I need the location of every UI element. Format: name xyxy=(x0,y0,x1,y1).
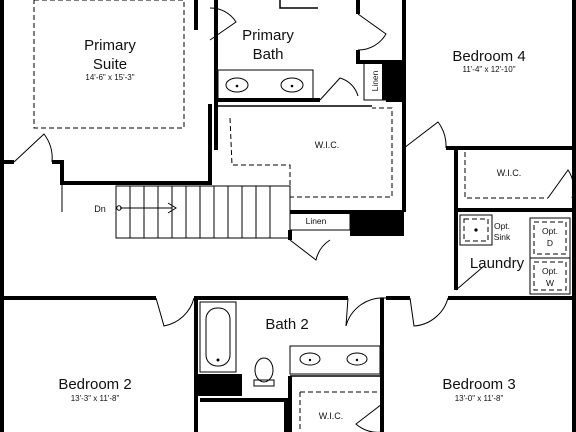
opt-sink-label-2: Sink xyxy=(494,232,511,242)
bedroom2-dims: 13'-3" x 11'-8" xyxy=(71,394,120,403)
opt-washer-label-1: Opt. xyxy=(542,266,558,276)
primary-suite-label-2: Suite xyxy=(93,56,127,73)
stairs-down-label: Dn xyxy=(94,204,106,214)
bedroom3-dims: 13'-0" x 11'-8" xyxy=(455,394,504,403)
primary-bath-label-1: Primary xyxy=(242,27,294,44)
bedroom3-door xyxy=(409,297,449,327)
laundry-label: Laundry xyxy=(470,255,525,272)
washer xyxy=(529,257,571,295)
linen-hall-door xyxy=(289,239,331,261)
linen-hall-label: Linen xyxy=(306,216,327,226)
primary-bath-shower xyxy=(279,0,318,9)
primary-suite-door xyxy=(13,133,53,163)
chase-bath2 xyxy=(198,374,242,396)
stair-arrow-icon xyxy=(167,202,177,214)
stair-treads xyxy=(129,186,271,238)
bed3-wic-door xyxy=(355,403,383,432)
opt-dryer-label-1: Opt. xyxy=(542,226,558,236)
chase-hall xyxy=(350,210,404,236)
laundry-door xyxy=(455,265,485,291)
primary-bath-door xyxy=(209,7,237,41)
primary-bath-door-right xyxy=(357,13,387,51)
chase-upper xyxy=(386,60,402,102)
bed3-wic-label: W.I.C. xyxy=(319,411,344,421)
bedroom2-label: Bedroom 2 xyxy=(58,376,131,393)
primary-suite-label-1: Primary xyxy=(84,37,136,54)
linen-upper-label: Linen xyxy=(370,70,380,91)
toilet xyxy=(254,357,274,383)
primary-wic-label: W.I.C. xyxy=(315,140,340,150)
bedroom3-label: Bedroom 3 xyxy=(442,376,515,393)
linen-door xyxy=(319,77,359,101)
primary-sink-left xyxy=(225,77,249,93)
bed4-wic-wall xyxy=(454,148,574,212)
bed4-wic-label: W.I.C. xyxy=(497,168,522,178)
bathtub xyxy=(199,301,237,373)
primary-suite-wall-c xyxy=(52,104,212,185)
primary-suite-dims: 14'-6" x 15'-3" xyxy=(85,73,134,82)
laundry-sink-cabinet xyxy=(459,214,493,246)
opt-dryer-label-2: D xyxy=(547,238,553,248)
opt-washer-label-2: W xyxy=(546,278,554,288)
primary-vanity xyxy=(217,69,314,101)
staircase xyxy=(115,185,291,239)
bed4-wic-door xyxy=(547,169,575,199)
bedroom2-door xyxy=(155,297,195,327)
primary-wic-shelf-outline xyxy=(229,107,393,198)
bedroom4-dims: 11'-4" x 12'-10" xyxy=(462,65,515,74)
bath2-vanity xyxy=(289,345,381,375)
bedroom4-label: Bedroom 4 xyxy=(452,48,525,65)
bath2-door xyxy=(345,297,387,327)
primary-bath-label-2: Bath xyxy=(253,46,284,63)
bath2-label: Bath 2 xyxy=(265,316,308,333)
primary-sink-right xyxy=(280,77,304,93)
primary-suite-bed-outline xyxy=(33,0,185,129)
opt-sink-label-1: Opt. xyxy=(494,221,510,231)
bed4-door xyxy=(403,121,447,149)
